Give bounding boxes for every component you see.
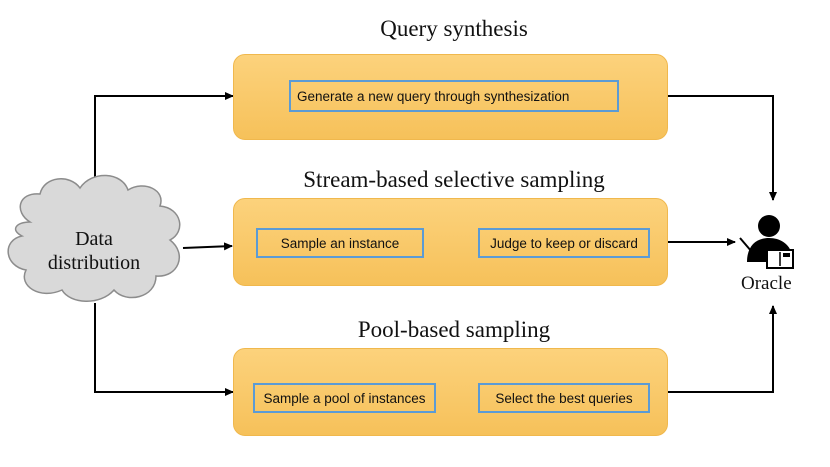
arrow-pool-to-oracle bbox=[667, 305, 777, 393]
data-distribution-cloud bbox=[7, 174, 181, 302]
judge-keep-discard-box: Judge to keep or discard bbox=[478, 228, 650, 258]
sample-instance-box: Sample an instance bbox=[256, 228, 424, 258]
pool-based-panel bbox=[233, 348, 668, 436]
stream-based-panel bbox=[233, 198, 668, 286]
data-distribution-line1: Data bbox=[75, 228, 113, 250]
query-synthesis-title: Query synthesis bbox=[380, 16, 528, 41]
stream-based-sampling-title: Stream-based selective sampling bbox=[303, 167, 605, 192]
sample-pool-box: Sample a pool of instances bbox=[253, 383, 436, 413]
person-at-laptop-icon bbox=[739, 215, 794, 269]
data-distribution-line2: distribution bbox=[47, 252, 141, 274]
oracle-label: Oracle bbox=[741, 273, 792, 294]
arrow-query-to-oracle bbox=[667, 95, 777, 201]
data-distribution-label: Data distribution bbox=[30, 227, 158, 275]
generate-query-box: Generate a new query through synthesizat… bbox=[289, 80, 619, 112]
select-best-queries-box: Select the best queries bbox=[478, 383, 650, 413]
arrow-to-stream-sampling bbox=[182, 242, 233, 251]
arrow-to-query-synthesis bbox=[94, 92, 234, 205]
pool-based-sampling-title: Pool-based sampling bbox=[357, 317, 551, 342]
arrow-to-pool-sampling bbox=[94, 303, 234, 396]
query-synthesis-panel bbox=[233, 54, 668, 140]
